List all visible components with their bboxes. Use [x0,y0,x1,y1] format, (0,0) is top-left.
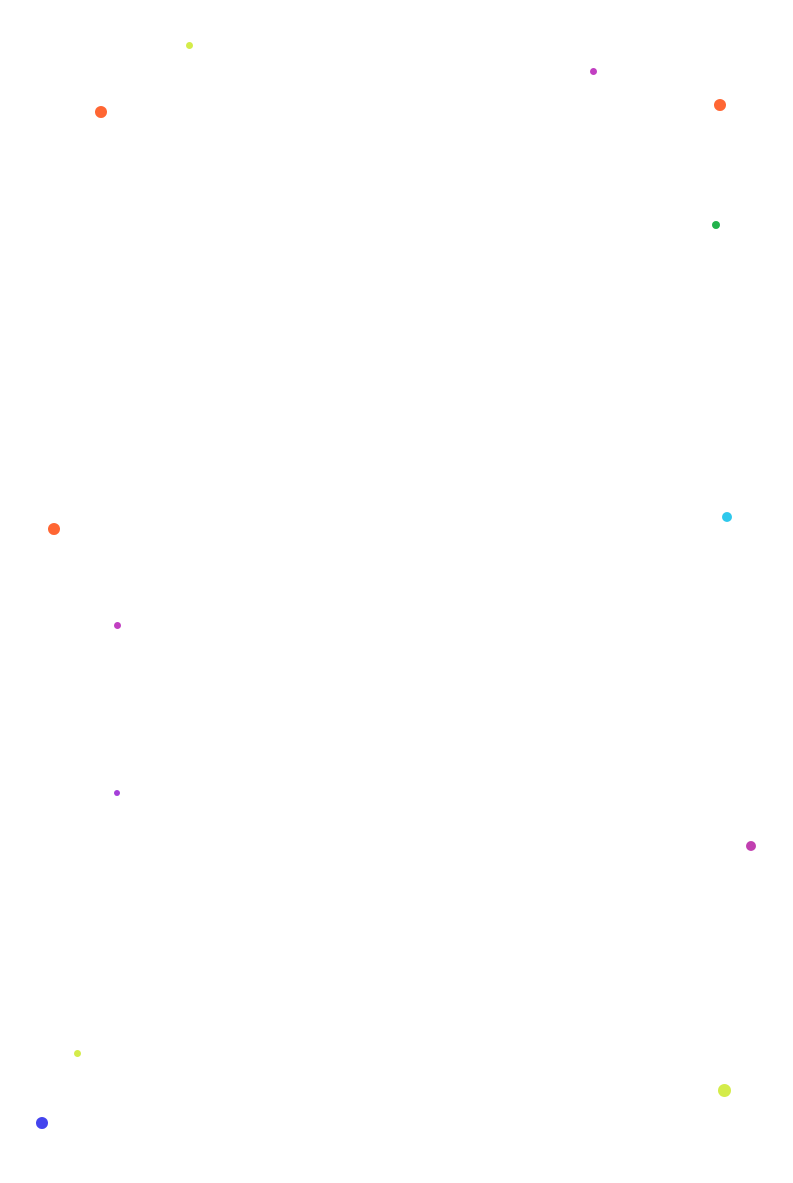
dot-magenta [114,622,121,629]
dot-magenta [590,68,597,75]
dot-yellow-green [718,1084,731,1097]
dot-yellow-green [186,42,193,49]
dot-blue [36,1117,48,1129]
dot-green [712,221,720,229]
dot-yellow-green [74,1050,81,1057]
dot-orange [48,523,60,535]
dot-orange [714,99,726,111]
dot-orange [95,106,107,118]
dot-cyan [722,512,732,522]
dot-magenta [746,841,756,851]
dot-purple [114,790,120,796]
